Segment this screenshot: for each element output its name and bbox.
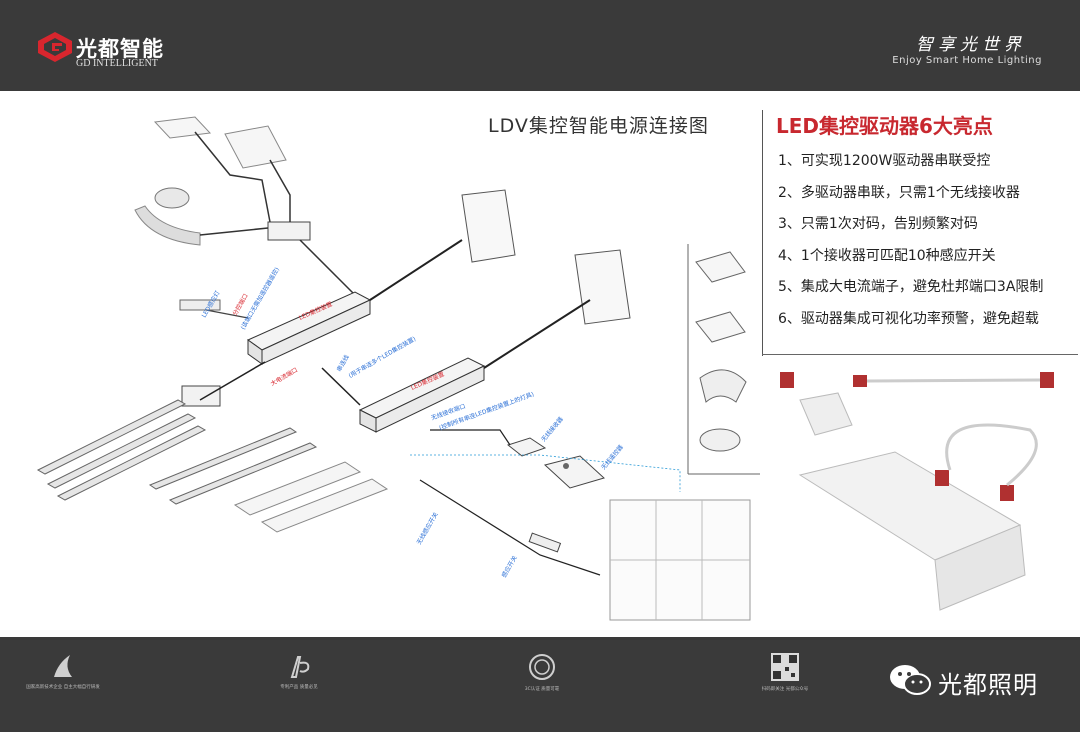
sensor-switch-2-label: 感应开关 — [500, 554, 519, 579]
connection-diagram: LED集控装置 LED集控装置 — [36, 116, 1054, 621]
cert-hightech: 国家高新技术企业 自主大幅自行研发 — [18, 653, 108, 691]
wireless-receiver-label: 无线接收器 — [539, 415, 564, 443]
brand-name-en: GD INTELLIGENT — [76, 58, 158, 69]
sensor-switch-column — [695, 251, 747, 452]
led-driver-a — [247, 291, 372, 365]
ccc-badge-icon — [529, 654, 555, 680]
patent-badge-icon — [290, 656, 310, 678]
wechat-account-name: 光都照明 — [938, 671, 1038, 699]
wechat-icon — [890, 665, 931, 695]
page-title: LDV集控智能电源连接图 — [488, 115, 709, 137]
brand-name-cn: 光都智能 — [76, 37, 164, 61]
touch-panel-icon — [134, 116, 287, 246]
high-current-port-label: 大电流端口 — [269, 366, 299, 388]
cert-patent: 专利产品 质量必见 — [254, 653, 344, 691]
gd-logo-icon — [38, 32, 72, 62]
vertical-divider — [762, 110, 763, 356]
highlights-list: 1、可实现1200W驱动器串联受控 2、多驱动器串联，只需1个无线接收器 3、只… — [778, 151, 1043, 341]
serial-line-note: (用于串连多个LED集控装置) — [347, 335, 417, 380]
led-profile-icon — [36, 399, 389, 533]
sensor-options-grid — [609, 499, 751, 621]
cert1-caption: 国家高新技术企业 自主大幅自行研发 — [26, 685, 100, 690]
highlights-title: LED集控驱动器6大亮点 — [776, 114, 993, 138]
slogan-cn: 智享光世界 — [916, 35, 1026, 55]
wireless-receiver-icon — [506, 437, 547, 457]
wall-socket-icon — [461, 189, 631, 325]
horizontal-divider — [762, 354, 1078, 355]
cert-3c: 3C认证 质量可靠 — [497, 653, 587, 693]
qr-code-icon — [771, 653, 799, 681]
footer-bar: 国家高新技术企业 自主大幅自行研发 专利产品 质量必见 3C认证 质量可靠 扫码… — [0, 637, 1080, 732]
cert4-caption: 扫码即关注 光都公众号 — [761, 687, 809, 692]
highlight-item: 6、驱动器集成可视化功率预警，避免超载 — [778, 310, 1039, 327]
product-photo — [780, 372, 1054, 611]
led-driver-b — [358, 357, 486, 433]
cert-qrcode: 扫码即关注 光都公众号 — [740, 653, 830, 693]
header-bar: 光都智能 GD INTELLIGENT 智享光世界 Enjoy Smart Ho… — [0, 0, 1080, 91]
sensor-switch-label: 无线感应开关 — [415, 511, 440, 546]
cert2-caption: 专利产品 质量必见 — [280, 685, 318, 690]
highlight-item: 4、1个接收器可匹配10种感应开关 — [778, 247, 996, 264]
slogan-en: Enjoy Smart Home Lighting — [892, 55, 1042, 66]
highlight-item: 1、可实现1200W驱动器串联受控 — [778, 153, 991, 169]
highlight-item: 2、多驱动器串联，只需1个无线接收器 — [778, 184, 1020, 201]
cert3-caption: 3C认证 质量可靠 — [524, 687, 560, 692]
splitter-hub-icon — [181, 221, 311, 407]
remote-control-icon — [543, 455, 605, 489]
serial-line-label: 串连线 — [335, 353, 351, 373]
remote-label: 无线遥控器 — [599, 443, 624, 471]
highlight-item: 5、集成大电流端子，避免杜邦端口3A限制 — [778, 279, 1044, 296]
highlight-item: 3、只需1次对码，告别频繁对码 — [778, 216, 978, 233]
hightech-badge-icon — [54, 655, 72, 677]
